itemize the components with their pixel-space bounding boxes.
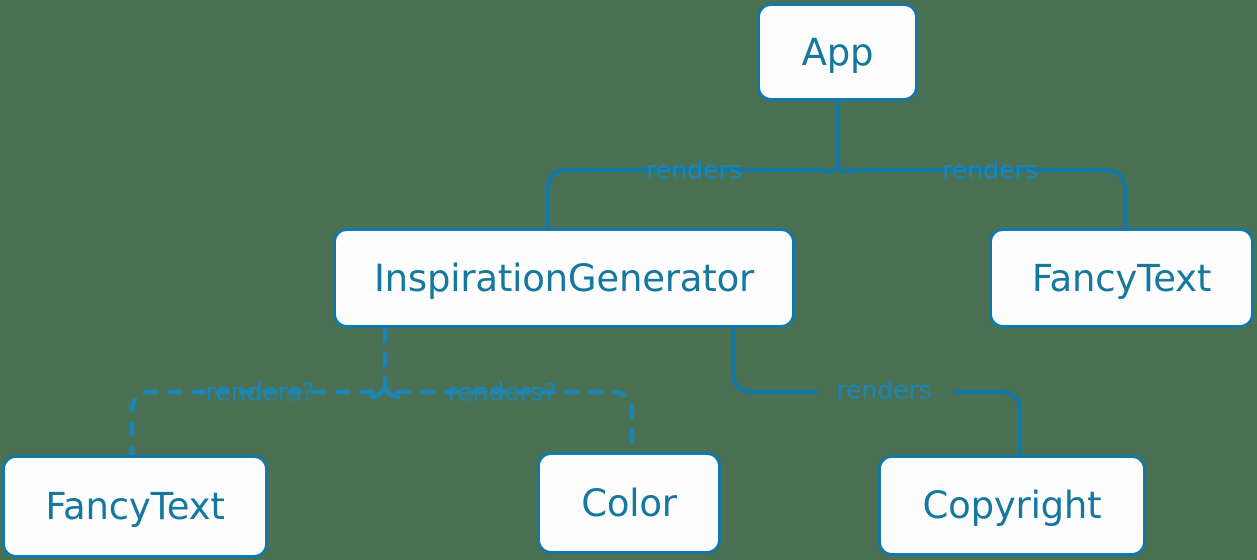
edge-inspirationgenerator-dashed-junction: [369, 383, 401, 400]
node-copyright[interactable]: Copyright: [878, 455, 1146, 556]
node-inspirationgenerator[interactable]: InspirationGenerator: [333, 228, 795, 328]
edge-label-app-to-inspirationgenerator: renders: [646, 155, 742, 185]
edge-inspirationgenerator-to-copyright-tail: [953, 390, 1022, 457]
edge-label-inspirationgenerator-to-color: renders?: [447, 377, 557, 407]
edge-label-app-to-fancytext-right: renders: [942, 155, 1038, 185]
edge-inspirationgenerator-to-copyright: [731, 326, 817, 394]
node-fancytext-bottom[interactable]: FancyText: [2, 455, 268, 558]
node-app[interactable]: App: [757, 3, 918, 101]
edge-app-junction: [824, 163, 852, 174]
edge-label-inspirationgenerator-to-fancytext-bottom: renders?: [205, 377, 315, 407]
node-color[interactable]: Color: [537, 452, 721, 554]
node-fancytext-right[interactable]: FancyText: [989, 228, 1254, 328]
edge-label-inspirationgenerator-to-copyright: renders: [836, 375, 932, 405]
